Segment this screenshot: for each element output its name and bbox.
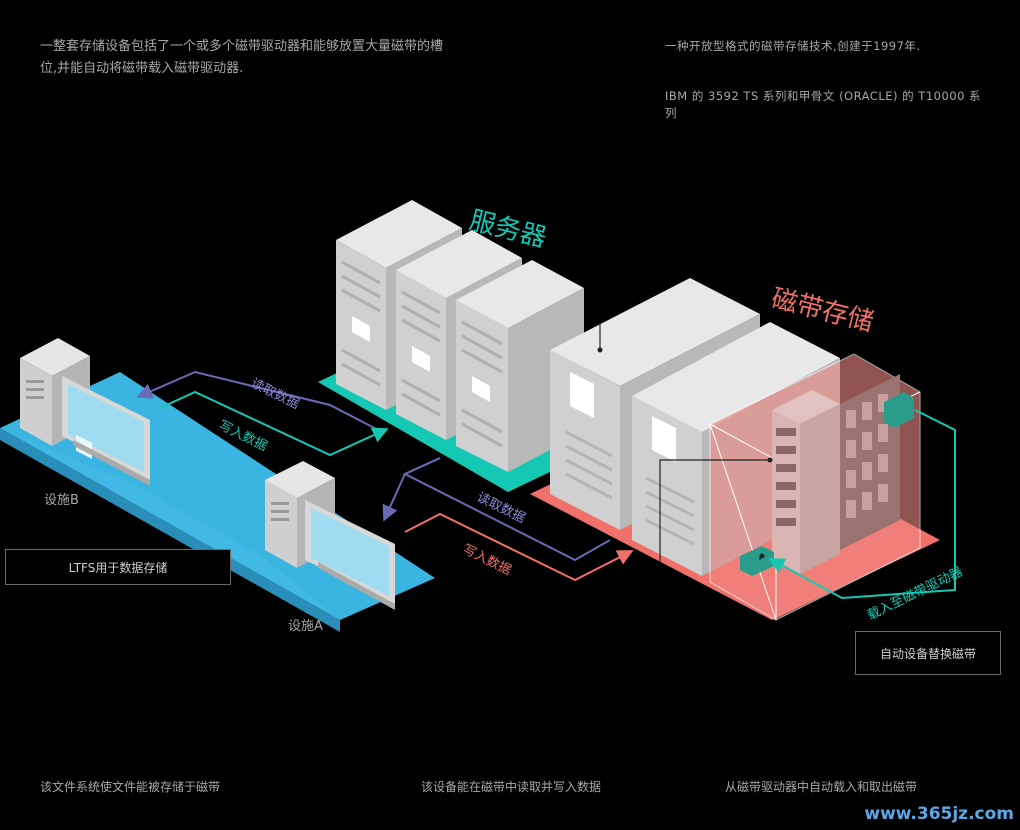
ltfs-callout: LTFS用于数据存储 — [5, 549, 231, 585]
read-data-label-1: 读取数据 — [248, 376, 301, 412]
watermark: www.365jz.com — [864, 804, 1014, 824]
facility-b-computer — [20, 338, 150, 486]
tape-library — [709, 353, 921, 621]
write-arrow-1 — [159, 390, 389, 457]
ltfs-callout-text: LTFS用于数据存储 — [68, 561, 168, 575]
flow-arrows — [136, 370, 956, 600]
footer-center: 该设备能在磁带中读取并写入数据 — [421, 780, 602, 794]
write-data-label-2: 写入数据 — [460, 542, 513, 578]
read-data-label-2: 读取数据 — [474, 490, 527, 526]
footer-left: 该文件系统使文件能被存储于磁带 — [40, 780, 221, 794]
read-arrow-1 — [136, 370, 383, 433]
facility-a-computer — [265, 461, 395, 610]
facility-a-label: 设施A — [288, 619, 323, 634]
facility-b-label: 设施B — [44, 493, 79, 508]
footer-right: 从磁带驱动器中自动载入和取出磁带 — [725, 780, 918, 794]
write-arrow-2 — [404, 512, 634, 582]
auto-replace-callout: 自动设备替换磁带 — [855, 631, 1001, 675]
server-racks — [336, 200, 584, 472]
load-arrow — [768, 409, 956, 600]
top-right-description-2: IBM 的 3592 TS 系列和甲骨文 (ORACLE) 的 T10000 系… — [665, 89, 982, 120]
load-to-drive-label: 载入至磁带驱动器 — [865, 565, 965, 624]
top-right-description-1: 一种开放型格式的磁带存储技术,创建于1997年. — [665, 39, 921, 53]
auto-replace-callout-text: 自动设备替换磁带 — [879, 647, 976, 661]
top-left-description: 一整套存储设备包括了一个或多个磁带驱动器和能够放置大量磁带的槽位,并能自动将磁带… — [40, 39, 444, 76]
